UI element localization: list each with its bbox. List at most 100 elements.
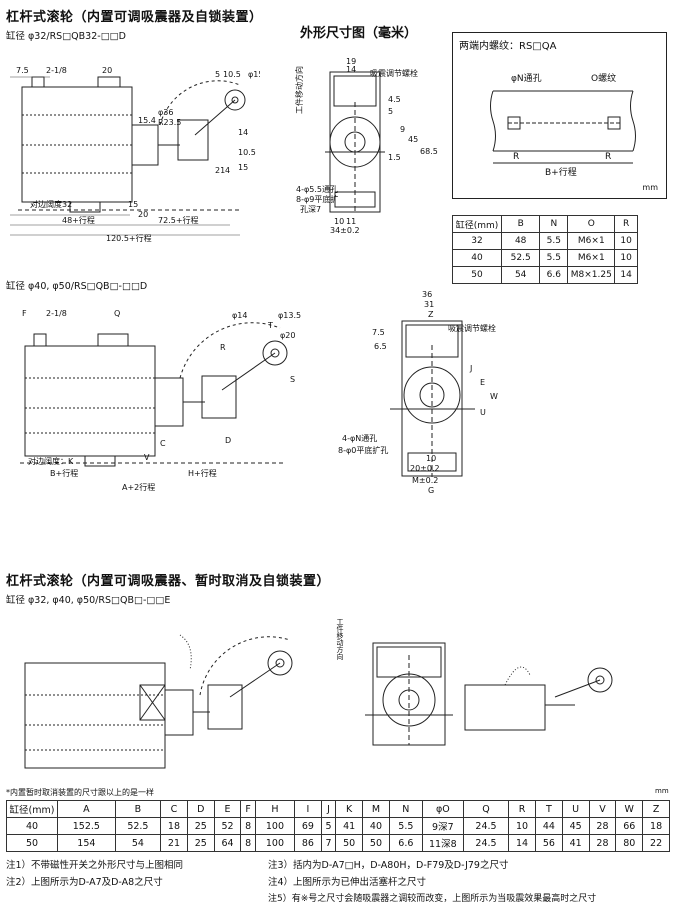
svg-text:6.5: 6.5 <box>374 342 387 351</box>
svg-text:对边阔度32: 对边阔度32 <box>30 199 72 209</box>
table-cell: 5.5 <box>388 817 423 835</box>
svg-text:48+行程: 48+行程 <box>62 215 95 225</box>
table-cell: 64 <box>213 834 242 852</box>
note-5: 注5）有※号之尺寸会随吸震器之调较而改变，上图所示为当吸震效果最高时之尺寸 <box>268 894 597 904</box>
svg-text:34±0.2: 34±0.2 <box>330 226 360 235</box>
table-cell: 50 <box>6 834 58 852</box>
thread-r-left: R <box>513 152 519 162</box>
svg-text:W: W <box>490 392 498 401</box>
table-cell: 32 <box>452 232 502 250</box>
table-cell: 50 <box>362 834 390 852</box>
table-cell: 14 <box>508 834 536 852</box>
table-cell: 44 <box>534 817 563 835</box>
svg-text:J: J <box>469 364 472 373</box>
svg-text:45: 45 <box>408 135 418 144</box>
table-cell: 56 <box>534 834 563 852</box>
section2-subtitle: 缸径 φ40, φ50/RS□QB□-□□D <box>6 281 148 292</box>
svg-text:F: F <box>22 309 27 318</box>
table-cell: 14 <box>614 266 638 284</box>
section1-subtitle: 缸径 φ32/RS□QB32-□□D <box>6 31 126 42</box>
table-cell: 50 <box>335 834 364 852</box>
table-header: A <box>57 800 116 818</box>
table-cell: 24.5 <box>462 834 510 852</box>
table-cell: 52.5 <box>500 249 541 267</box>
svg-text:10.5: 10.5 <box>223 70 241 79</box>
svg-text:Q: Q <box>114 309 120 318</box>
table-row: 缸径(mm) A B C D E F H I J K M N φO Q R T … <box>6 800 670 818</box>
thread-n-label: φN通孔 <box>511 73 542 84</box>
svg-text:4.5: 4.5 <box>388 95 401 104</box>
table-header: J <box>320 800 337 818</box>
svg-text:20±0.2: 20±0.2 <box>410 464 440 473</box>
svg-text:G: G <box>428 486 434 495</box>
svg-text:8-φ9平底扩: 8-φ9平底扩 <box>296 194 338 204</box>
svg-text:120.5+行程: 120.5+行程 <box>106 233 152 243</box>
front-view-drawing-1: 19 14 工件移动方向 吸震调节螺栓 4.5 5 9 45 68.5 1.5 … <box>294 57 438 235</box>
table-cell: 40 <box>6 817 58 835</box>
dimension-table: 缸径(mm) A B C D E F H I J K M N φO Q R T … <box>6 800 670 852</box>
svg-text:15.4: 15.4 <box>138 116 156 125</box>
direction-label-3: 工件移动方向 <box>336 618 344 660</box>
note-4: 注4）上图所示为已伸出活塞杆之尺寸 <box>268 877 427 888</box>
table-header: H <box>254 800 296 818</box>
svg-text:4-φN通孔: 4-φN通孔 <box>342 433 377 443</box>
table-header: W <box>615 800 644 818</box>
svg-text:U: U <box>480 408 486 417</box>
table-cell: 28 <box>588 834 617 852</box>
table-cell: 100 <box>254 834 296 852</box>
table-header: N <box>539 215 569 233</box>
flat-width-label: 对边阔度：K <box>28 456 74 466</box>
svg-text:2-1/8: 2-1/8 <box>46 309 67 318</box>
svg-text:31: 31 <box>424 300 434 309</box>
table-cell: 18 <box>160 817 188 835</box>
table-header: F <box>240 800 256 818</box>
svg-text:68.5: 68.5 <box>420 147 438 156</box>
note-1: 注1）不带磁性开关之外形尺寸与上图相同 <box>6 860 184 871</box>
table-row: 50 54 6.6 M8×1.25 14 <box>452 266 638 284</box>
svg-text:φ15: φ15 <box>248 70 260 79</box>
table-cell: 86 <box>294 834 322 852</box>
svg-text:10.5: 10.5 <box>238 148 256 157</box>
svg-text:10: 10 <box>426 454 436 463</box>
svg-text:2-1/8: 2-1/8 <box>46 66 67 75</box>
table-cell: 18 <box>642 817 670 835</box>
table-cell: 52 <box>213 817 242 835</box>
svg-text:15: 15 <box>238 163 248 172</box>
table-header: D <box>186 800 215 818</box>
table-header: O <box>567 215 616 233</box>
svg-text:T: T <box>267 321 273 330</box>
table-header: Z <box>642 800 670 818</box>
table-cell: M8×1.25 <box>567 266 616 284</box>
table-cell: 50 <box>452 266 502 284</box>
table-row: 40 52.5 5.5 M6×1 10 <box>452 249 638 267</box>
drawing-title: 外形尺寸图（毫米） <box>300 26 418 41</box>
front-view-drawing-3 <box>365 642 613 746</box>
table-cell: M6×1 <box>567 232 616 250</box>
svg-text:φ13.5: φ13.5 <box>278 311 301 320</box>
table-cell: 66 <box>615 817 644 835</box>
table-cell: 54 <box>500 266 541 284</box>
bore-table: 缸径(mm) B N O R 32 48 5.5 M6×1 10 40 52.5… <box>452 215 638 284</box>
svg-text:R23.5: R23.5 <box>158 118 181 127</box>
svg-text:20: 20 <box>102 66 112 75</box>
table-header: V <box>588 800 617 818</box>
svg-text:14: 14 <box>346 65 356 74</box>
table-cell: 41 <box>335 817 364 835</box>
table-cell: 152.5 <box>57 817 116 835</box>
side-view-drawing-1: 7.5 2-1/8 20 5 10.5 φ15 R23.5 φ36 15.4 2… <box>10 66 260 243</box>
table-header: 缸径(mm) <box>452 215 502 233</box>
note-3: 注3）括内为D-A7□H，D-A80H，D-F79及D-J79之尺寸 <box>268 860 509 871</box>
svg-text:R: R <box>220 343 226 352</box>
table-header: φO <box>421 800 464 818</box>
table-cell: 7 <box>320 834 337 852</box>
table-cell: 10 <box>508 817 536 835</box>
table-cell: 28 <box>588 817 617 835</box>
table-header: B <box>114 800 162 818</box>
thread-detail-box: 两端内螺纹：RS□QA φN通孔 O螺纹 R R B+行程 mm <box>452 32 667 199</box>
svg-text:20: 20 <box>138 210 148 219</box>
svg-text:4-φ5.5通孔: 4-φ5.5通孔 <box>296 184 338 194</box>
section3-subtitle: 缸径 φ32, φ40, φ50/RS□QB□-□□E <box>6 595 171 606</box>
table-cell: 8 <box>240 834 256 852</box>
table-header: C <box>160 800 188 818</box>
svg-text:11: 11 <box>346 217 356 226</box>
